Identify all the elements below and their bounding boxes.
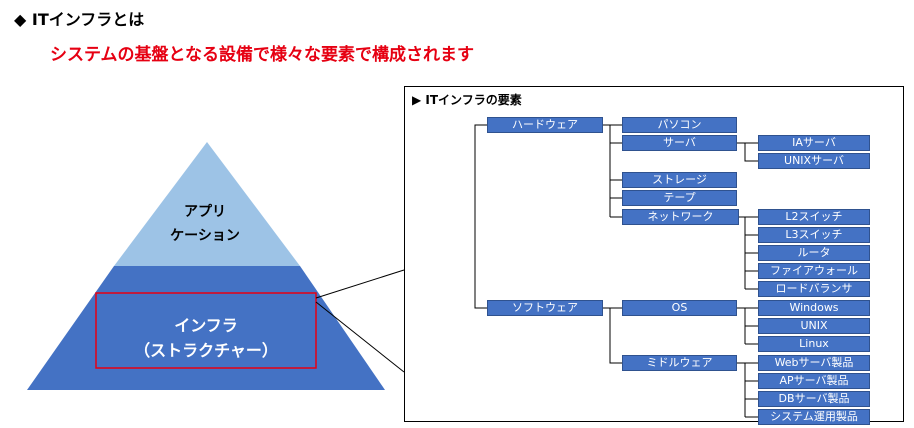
- pyramid-top-label-2: ケーション: [170, 228, 240, 244]
- panel-title: ▶ ITインフラの要素: [412, 93, 522, 107]
- pyramid-top-tier: [114, 142, 300, 266]
- node-ap-server-product: APサーバ製品: [758, 373, 870, 389]
- infra-highlight-box: [95, 292, 317, 369]
- node-software: ソフトウェア: [487, 300, 603, 316]
- pyramid-top-label-1: アプリ: [184, 204, 226, 220]
- node-pc: パソコン: [622, 117, 737, 133]
- node-l3-switch: L3スイッチ: [758, 227, 870, 243]
- node-l2-switch: L2スイッチ: [758, 209, 870, 225]
- node-firewall: ファイアウォール: [758, 263, 870, 279]
- node-server: サーバ: [622, 135, 737, 151]
- node-storage: ストレージ: [622, 172, 737, 188]
- node-network: ネットワーク: [622, 209, 739, 225]
- node-load-balancer: ロードバランサ: [758, 281, 870, 297]
- node-os: OS: [622, 300, 737, 316]
- node-db-server-product: DBサーバ製品: [758, 391, 870, 407]
- node-unix-server: UNIXサーバ: [758, 153, 870, 169]
- node-linux: Linux: [758, 336, 870, 352]
- callout-line-bottom: [315, 301, 405, 373]
- node-ia-server: IAサーバ: [758, 135, 870, 151]
- node-ops-product: システム運用製品: [758, 409, 870, 425]
- page-subheading: システムの基盤となる設備で様々な要素で構成されます: [50, 45, 474, 65]
- pyramid-bottom-tier: [27, 266, 385, 390]
- node-middleware: ミドルウェア: [622, 355, 737, 371]
- node-windows: Windows: [758, 300, 870, 316]
- callout-line-top: [315, 269, 405, 299]
- pyramid-bottom-label-1: インフラ: [174, 316, 238, 335]
- page-heading: ◆ ITインフラとは: [14, 10, 145, 29]
- it-infra-elements-panel: [404, 86, 904, 422]
- node-router: ルータ: [758, 245, 870, 261]
- node-hardware: ハードウェア: [487, 117, 603, 133]
- node-unix: UNIX: [758, 318, 870, 334]
- node-web-server-product: Webサーバ製品: [758, 355, 870, 371]
- pyramid-bottom-label-2: （ストラクチャー）: [134, 341, 278, 360]
- node-tape: テープ: [622, 190, 737, 206]
